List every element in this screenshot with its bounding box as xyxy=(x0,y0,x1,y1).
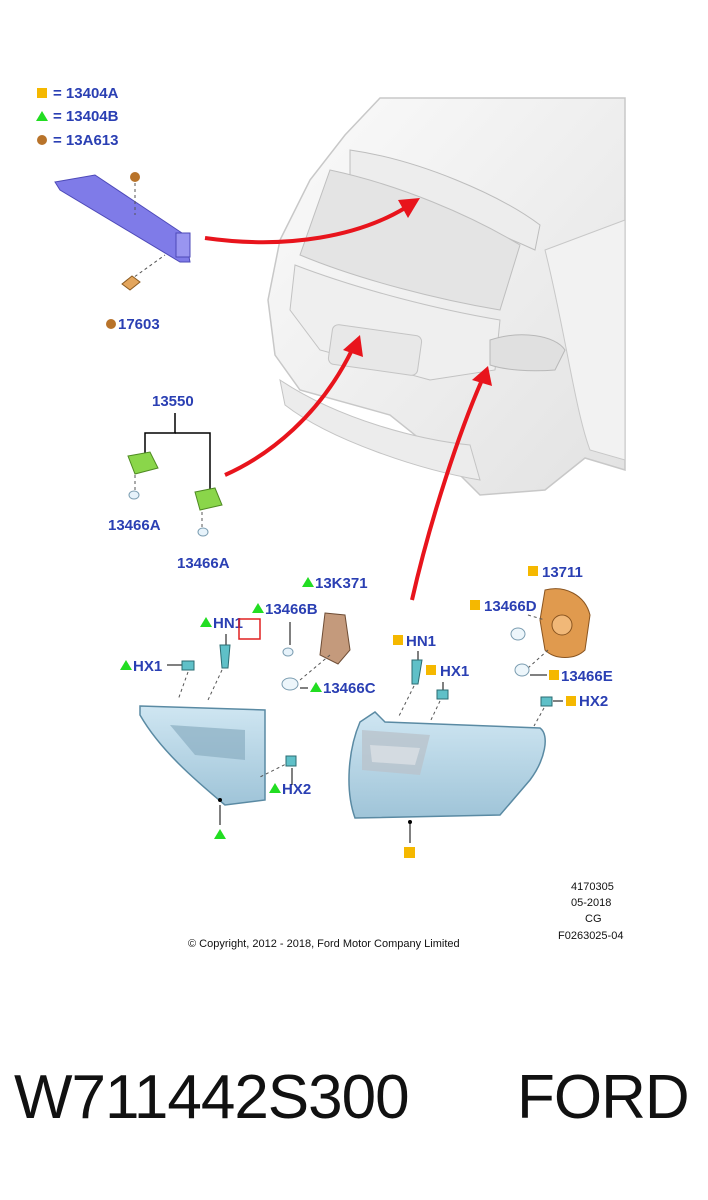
triangle-icon xyxy=(214,829,226,839)
label-hx1-right: HX1 xyxy=(440,663,469,680)
square-icon xyxy=(566,696,576,706)
copyright-notice: © Copyright, 2012 - 2018, Ford Motor Com… xyxy=(188,938,460,950)
ref-number: 4170305 xyxy=(571,881,614,893)
legend-text-circle: = 13A613 xyxy=(53,132,118,149)
car-bumper xyxy=(279,378,481,481)
callout-arrows xyxy=(204,198,492,601)
label-13k371: 13K371 xyxy=(315,575,368,592)
square-icon xyxy=(470,600,480,610)
square-icon xyxy=(393,635,403,645)
inner-tail-lamp-group: 13K371 13466B HN1 13466C HX1 HX2 xyxy=(120,575,376,839)
circle-icon xyxy=(106,319,116,329)
car-rear-window xyxy=(299,169,521,311)
triangle-icon xyxy=(310,682,322,692)
label-13466e: 13466E xyxy=(561,668,613,685)
square-icon xyxy=(426,665,436,675)
figure-id: F0263025-04 xyxy=(558,930,623,942)
square-icon xyxy=(528,566,538,576)
label-hx2-right: HX2 xyxy=(579,693,608,710)
label-13466c: 13466C xyxy=(323,680,376,697)
label-13466d: 13466D xyxy=(484,598,537,615)
label-hn1-right: HN1 xyxy=(406,633,436,650)
label-13466b: 13466B xyxy=(265,601,318,618)
triangle-icon xyxy=(120,660,132,670)
part-number: W711442S300 xyxy=(14,1063,410,1132)
revision-date: 05-2018 xyxy=(571,897,611,909)
triangle-icon xyxy=(36,111,48,121)
label-13711: 13711 xyxy=(542,564,583,581)
car-plate-recess xyxy=(327,324,423,376)
triangle-icon xyxy=(302,577,314,587)
triangle-icon xyxy=(200,617,212,627)
diagram-footer: 4170305 05-2018 CG F0263025-04 © Copyrig… xyxy=(188,881,623,950)
region-code: CG xyxy=(585,913,602,925)
triangle-icon xyxy=(269,783,281,793)
square-icon xyxy=(549,670,559,680)
label-13550: 13550 xyxy=(152,393,194,410)
circle-icon xyxy=(130,172,140,182)
car-side-panel xyxy=(544,219,626,461)
brand-name: FORD xyxy=(517,1063,690,1132)
legend: = 13404A = 13404B = 13A613 xyxy=(36,85,119,149)
legend-text-square: = 13404A xyxy=(53,85,119,102)
parts-diagram: = 13404A = 13404B = 13A613 17603 xyxy=(36,85,626,950)
circle-icon xyxy=(37,135,47,145)
square-icon xyxy=(404,847,415,858)
high-mount-stop-lamp: 17603 xyxy=(54,172,191,333)
highlight-box xyxy=(238,618,261,640)
car-tail-lamp xyxy=(489,334,566,372)
label-hx2-left: HX2 xyxy=(282,781,311,798)
triangle-icon xyxy=(252,603,264,613)
outer-tail-lamp-group: 13711 13466D 13466E HN1 HX1 HX2 xyxy=(348,564,613,858)
label-13466a-upper: 13466A xyxy=(108,517,161,534)
legend-text-triangle: = 13404B xyxy=(53,108,119,125)
label-hx1-left: HX1 xyxy=(133,658,162,675)
label-17603: 17603 xyxy=(118,316,160,333)
square-icon xyxy=(37,88,47,98)
license-lamp-group: 13550 13466A 13466A xyxy=(108,393,230,572)
car-rear-illustration xyxy=(267,97,626,496)
label-13466a-lower: 13466A xyxy=(177,555,230,572)
label-hn1-left: HN1 xyxy=(213,615,243,632)
